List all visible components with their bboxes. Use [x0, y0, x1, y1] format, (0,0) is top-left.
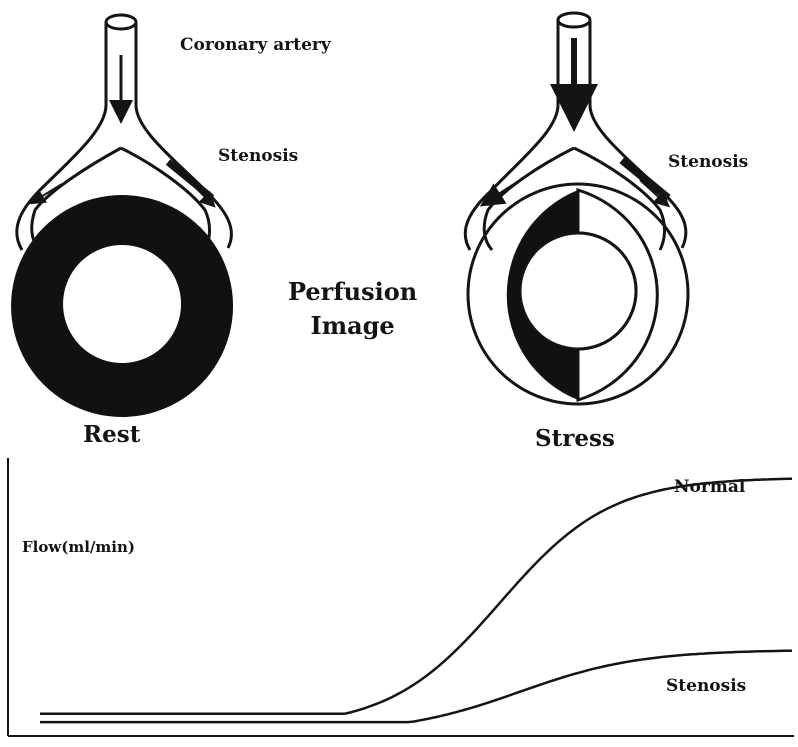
rest-label: Rest	[83, 421, 140, 448]
normal-series-label: Normal	[674, 477, 745, 497]
perfusion-image-label: Perfusion Image	[288, 275, 417, 343]
stress-left-branch-arrow	[490, 182, 518, 200]
stress-label: Stress	[535, 425, 615, 452]
perfusion-label-line2: Image	[288, 309, 417, 343]
stenosis-series-label: Stenosis	[666, 676, 746, 696]
stress-ring-inner	[520, 233, 636, 349]
coronary-artery-label: Coronary artery	[180, 35, 331, 55]
perfusion-label-line1: Perfusion	[288, 275, 417, 309]
stress-stenosis-label: Stenosis	[668, 152, 748, 172]
rest-stenosis-label: Stenosis	[218, 146, 298, 166]
rest-perfusion-ring	[11, 195, 233, 417]
y-axis-label: Flow(ml/min)	[22, 538, 135, 556]
